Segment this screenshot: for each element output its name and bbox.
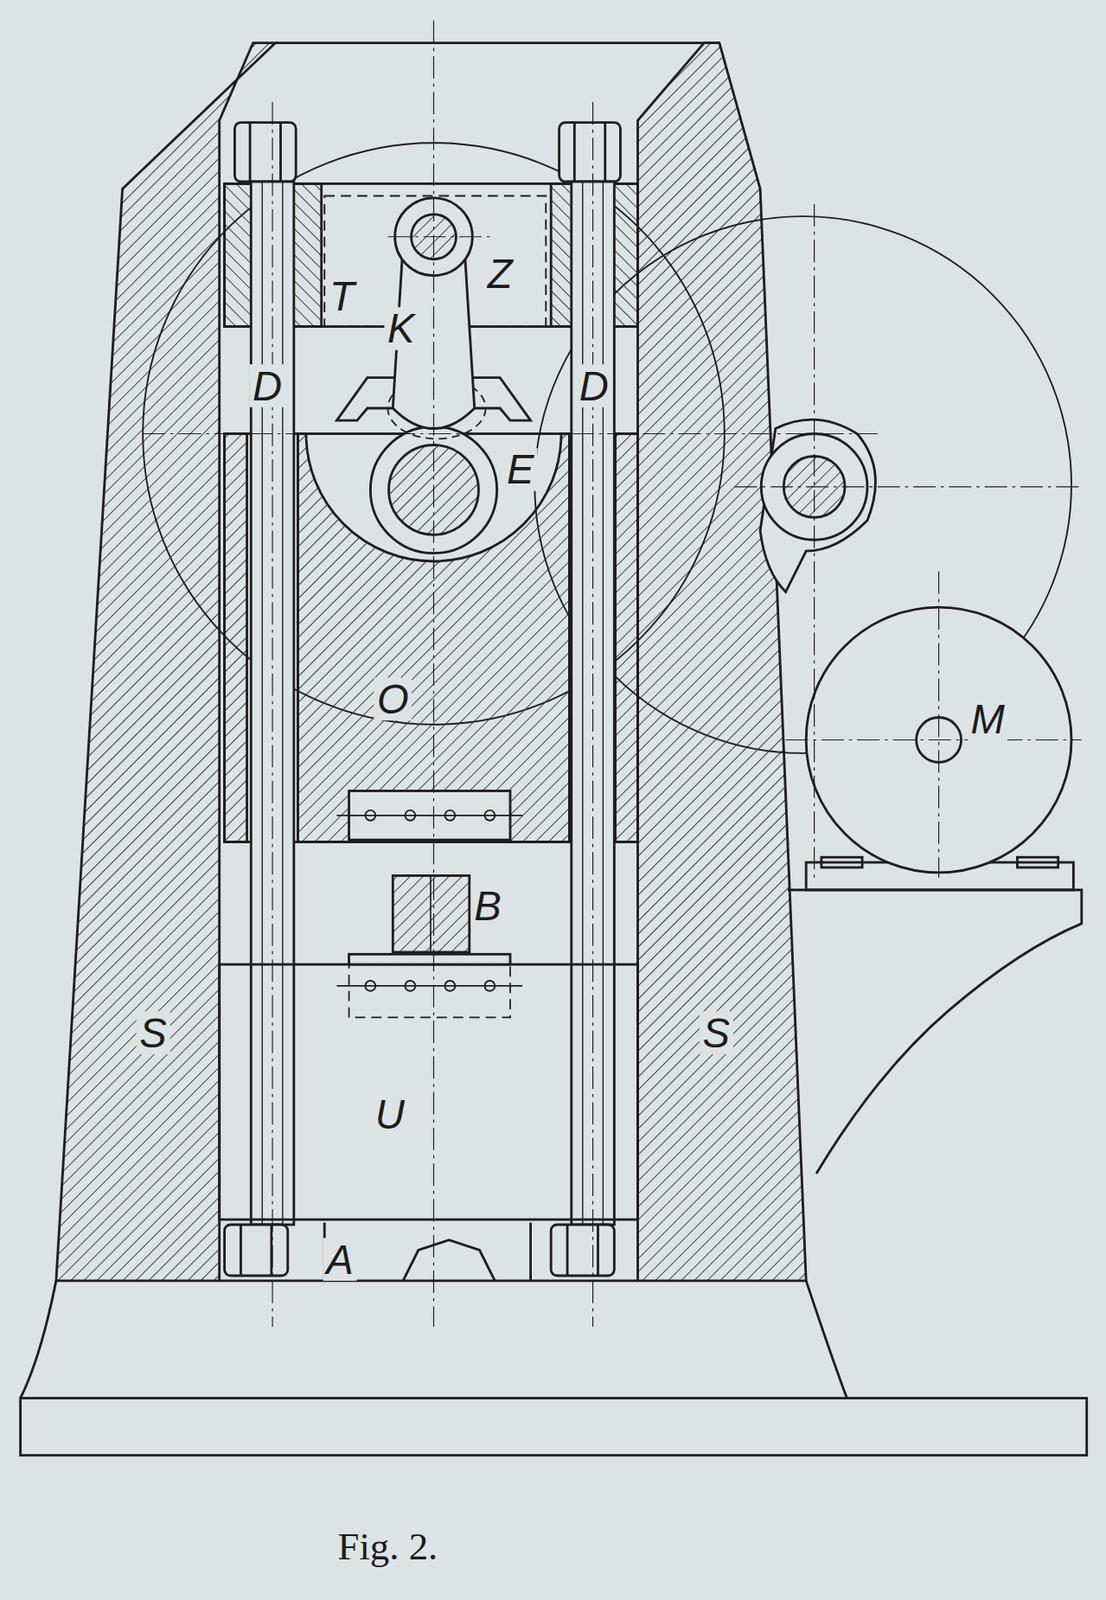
part-letter: D: [575, 364, 612, 408]
part-letter: U: [371, 1093, 408, 1137]
part-letter: Z: [484, 251, 516, 295]
part-letter: S: [136, 1010, 171, 1055]
part-letter: O: [373, 677, 412, 722]
part-letter: M: [967, 697, 1008, 742]
part-letter: A: [323, 1237, 358, 1281]
part-letter: B: [471, 884, 506, 928]
part-letter: D: [249, 364, 286, 408]
part-letter: K: [383, 306, 418, 351]
part-letter: T: [326, 274, 358, 318]
figure-caption: Fig. 2.: [337, 1526, 438, 1566]
part-letter: E: [504, 447, 538, 492]
part-letter: S: [699, 1010, 734, 1055]
